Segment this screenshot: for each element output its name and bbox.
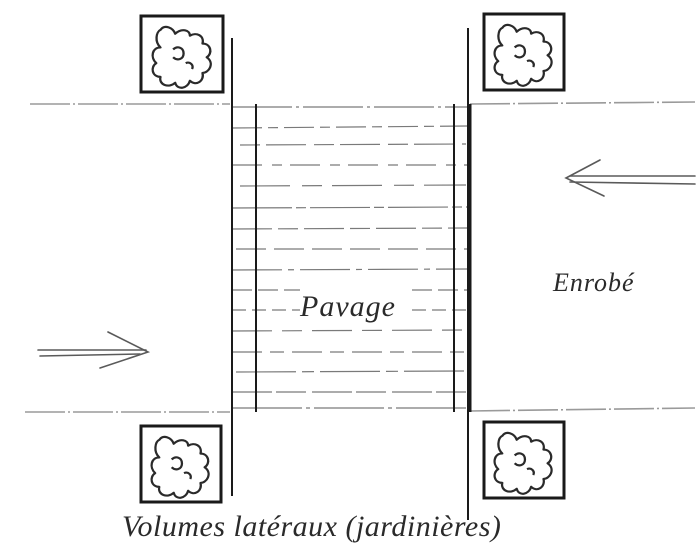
pavage-label: Pavage [300,290,396,323]
road-edges [25,101,696,413]
tree-planter-icon [139,424,223,504]
arrow-right-icon [37,331,151,369]
enrobe-label: Enrobé [553,268,635,297]
arrow-left-icon [564,159,696,197]
tree-planter-icon [482,12,566,92]
pavage-area [231,106,469,409]
road-edge-top-right [469,101,696,105]
volumes-lateraux-caption: Volumes latéraux (jardinières) [122,510,502,543]
pavage-borders [255,104,472,412]
road-edge-bottom-right [469,407,696,412]
tree-planter-icon [482,420,566,500]
tree-planter-icon [139,14,225,94]
vertical-edges [231,28,469,520]
